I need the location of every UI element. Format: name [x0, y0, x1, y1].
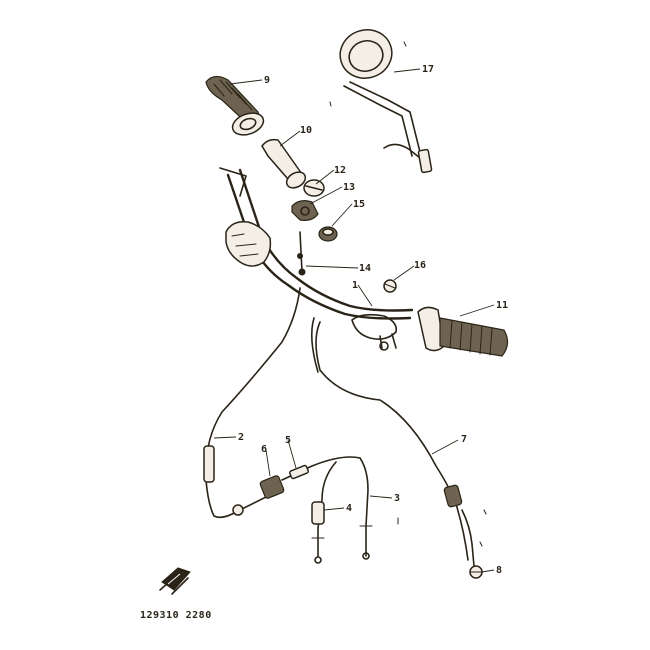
right-lever-bracket — [351, 313, 398, 351]
part-label-17: 17 — [422, 64, 434, 75]
throttle-cable — [310, 317, 475, 567]
screw — [297, 231, 306, 276]
branch-cable-3 — [359, 457, 373, 560]
part-label-3: 3 — [394, 493, 400, 504]
left-switch-housing — [225, 220, 272, 267]
part-label-2: 2 — [238, 432, 244, 443]
cable-end-nut — [469, 565, 483, 579]
mirror — [339, 29, 433, 174]
part-label-15: 15 — [353, 199, 365, 210]
part-label-4: 4 — [346, 503, 352, 514]
view-direction-stamp-icon — [159, 567, 191, 595]
part-label-14: 14 — [359, 263, 371, 274]
part-label-1: 1 — [352, 280, 358, 291]
part-label-7: 7 — [461, 434, 467, 445]
part-label-12: 12 — [334, 165, 346, 176]
right-grip — [417, 306, 509, 357]
part-labels: 1 2 3 4 5 6 7 8 9 10 11 12 13 14 15 16 1… — [238, 64, 508, 576]
throttle-fittings — [291, 179, 338, 242]
part-label-11: 11 — [496, 300, 508, 311]
part-label-8: 8 — [496, 565, 502, 576]
clutch-cable — [203, 287, 301, 519]
part-label-16: 16 — [414, 260, 426, 271]
cable-junction — [232, 456, 361, 516]
part-label-13: 13 — [343, 182, 355, 193]
throttle-tube — [261, 138, 307, 189]
leader-lines — [213, 68, 495, 573]
registration-marks — [329, 41, 487, 547]
drawing-code: 129310 2280 — [140, 610, 212, 621]
branch-cable-4 — [311, 461, 337, 564]
left-grip — [205, 75, 265, 136]
part-label-10: 10 — [300, 125, 312, 136]
part-label-9: 9 — [264, 75, 270, 86]
part-label-5: 5 — [285, 435, 291, 446]
part-label-6: 6 — [261, 444, 267, 455]
knob — [383, 279, 397, 293]
